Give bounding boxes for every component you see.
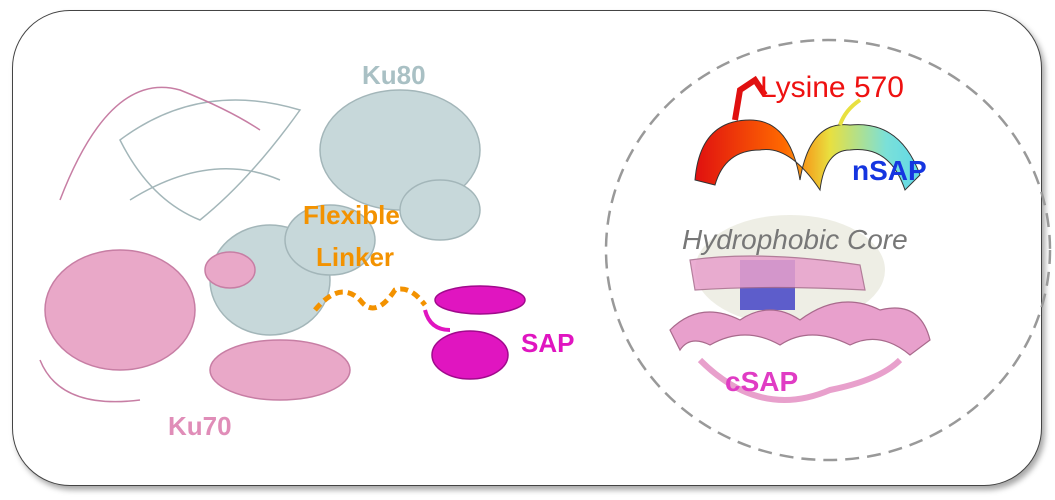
csap-helix <box>669 255 931 403</box>
label-nsap: nSAP <box>852 155 927 186</box>
ku70-structure <box>39 86 351 403</box>
label-hydrophobic-core: Hydrophobic Core <box>682 224 908 255</box>
ku80-structure <box>119 89 481 336</box>
zoom-circle <box>604 38 1052 462</box>
label-csap: cSAP <box>725 366 799 397</box>
label-lysine-570: Lysine 570 <box>760 71 904 104</box>
figure-frame <box>12 10 1042 486</box>
nsap-helix <box>694 75 921 192</box>
label-ku80: Ku80 <box>362 60 426 90</box>
sap-structure <box>423 285 526 380</box>
label-sap: SAP <box>521 328 575 358</box>
flexible-linker-curve <box>313 286 427 312</box>
label-ku70: Ku70 <box>168 411 232 441</box>
label-linker: Linker <box>316 242 395 272</box>
label-flexible: Flexible <box>303 200 400 230</box>
